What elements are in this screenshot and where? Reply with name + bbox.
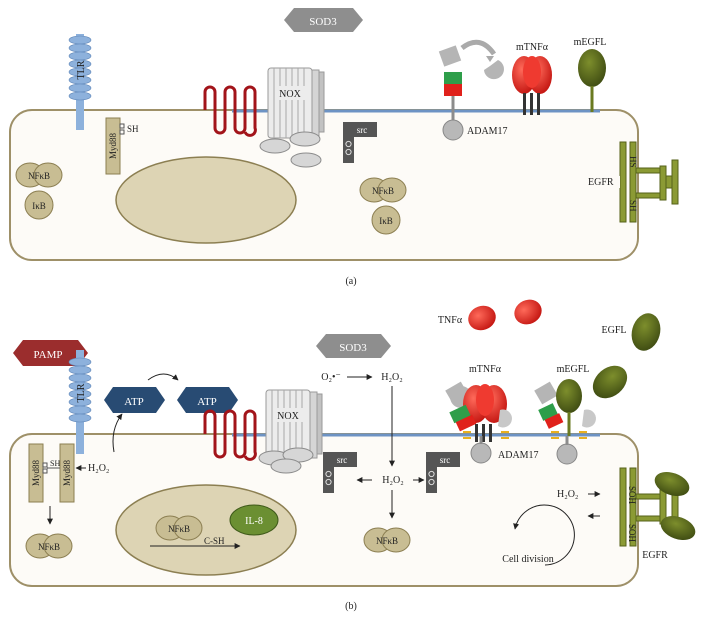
cell-division-label: Cell division [502, 554, 553, 565]
caption-a: (a) [345, 276, 356, 287]
atp-1: ATP [104, 387, 165, 413]
myd88-a-sh: SH [127, 124, 139, 134]
c-sh-label: C-SH [204, 536, 225, 546]
tlr-a: TLR [68, 34, 92, 130]
nfkb-nucleus: NFκB [155, 515, 203, 541]
adam17-b-label: ADAM17 [498, 450, 539, 461]
sod3-a: SOD3 [284, 8, 363, 32]
h2o2-right-label: H₂O₂ [557, 489, 578, 500]
src-a-label: src [357, 125, 368, 135]
gpcr-a [203, 85, 257, 137]
adam17-a: ADAM17 [438, 39, 508, 141]
egfr-b-soh-bottom: SOH [627, 524, 637, 543]
nfkb-ikb-left-a: NFκB IκB [15, 162, 63, 220]
il8: IL-8 [229, 504, 279, 536]
nucleus-a [115, 156, 297, 244]
pamp-b: PAMP [13, 340, 88, 366]
nfkb-b-left-label: NFκB [38, 542, 60, 552]
nox-b: NOX [258, 389, 323, 474]
mtnfa-a: mTNFα [512, 42, 552, 115]
myd88-b-sh: SH [50, 459, 60, 468]
egfr-b: SOH SOH EGFR [619, 467, 696, 561]
ikb-a-left-label: IκB [32, 201, 46, 211]
pamp-label: PAMP [34, 349, 63, 361]
myd88-b-1-label: Myd88 [31, 460, 41, 487]
egfr-b-label: EGFR [642, 550, 668, 561]
sod3-b: SOD3 [316, 334, 391, 358]
gpcr-b [203, 409, 257, 461]
egfr-a-sh: SH [628, 200, 638, 212]
myd88-a: Myd88 SH [105, 117, 139, 175]
o2-label: O₂•⁻ [321, 372, 341, 383]
nfkb-center-b: NFκB [363, 527, 411, 553]
nfkb-nucleus-label: NFκB [168, 524, 190, 534]
egfl-soluble: EGFL [592, 313, 661, 399]
src-a: src [343, 122, 377, 163]
mtnfa-a-label: mTNFα [516, 42, 549, 53]
nfkb-left-b: NFκB [25, 533, 73, 559]
src-b-2: src [426, 452, 460, 493]
nfkb-a-right-label: NFκB [372, 186, 394, 196]
cell-division-cycle [513, 504, 575, 566]
src-b-1-label: src [337, 455, 348, 465]
mtnfa-b-label: mTNFα [469, 364, 502, 375]
h2o2-top-label: H₂O₂ [381, 372, 402, 383]
src-b-1: src [323, 452, 357, 493]
panel-b: PAMP TLR ATP ATP SOD3 [9, 299, 696, 612]
myd88-b-2-label: Myd88 [62, 460, 72, 487]
atp-2: ATP [177, 387, 238, 413]
tlr-b-label: TLR [76, 383, 87, 402]
mtnfa-b: mTNFα [445, 364, 512, 464]
atp-1-label: ATP [124, 396, 144, 408]
tnfa-label: TNFα [438, 315, 463, 326]
h2o2-mid-label: H₂O₂ [382, 475, 403, 486]
sod3-b-label: SOD3 [339, 342, 367, 354]
atp-2-label: ATP [197, 396, 217, 408]
adam17-a-label: ADAM17 [467, 126, 508, 137]
il8-label: IL-8 [245, 516, 263, 527]
tlr-a-label: TLR [76, 60, 87, 79]
atp-arrow-curve [147, 373, 179, 381]
megfl-a-label: mEGFL [574, 37, 607, 48]
egfr-b-soh-top: SOH [627, 486, 637, 505]
nfkb-ikb-right-a: NFκB IκB [359, 177, 407, 235]
caption-b: (b) [345, 601, 357, 612]
nfkb-center-label: NFκB [376, 536, 398, 546]
nox-a-label: NOX [279, 89, 301, 100]
tlr-b: TLR [68, 350, 92, 454]
megfl-b-label: mEGFL [557, 364, 590, 375]
egfr-a: EGFR HS SH [582, 141, 679, 223]
nfkb-a-left-label: NFκB [28, 171, 50, 181]
megfl-a: mEGFL [574, 37, 607, 112]
egfr-a-hs: HS [628, 156, 638, 168]
ikb-a-right-label: IκB [379, 216, 393, 226]
h2o2-myd-label: H₂O₂ [88, 463, 109, 474]
tnfa-soluble: TNFα [438, 299, 542, 331]
myd88-a-label: Myd88 [108, 133, 118, 160]
myd88-b: Myd88 Myd88 SH [28, 443, 75, 503]
megfl-b: mEGFL [534, 364, 596, 465]
panel-a: SOD3 TLR Myd88 SH [9, 8, 679, 287]
atp-arrow-out [112, 413, 123, 453]
src-b-2-label: src [440, 455, 451, 465]
nox-b-label: NOX [277, 411, 299, 422]
nox-a: NOX [259, 67, 325, 168]
egfr-a-label: EGFR [588, 177, 614, 188]
egfl-label: EGFL [602, 325, 627, 336]
sod3-a-label: SOD3 [309, 16, 337, 28]
